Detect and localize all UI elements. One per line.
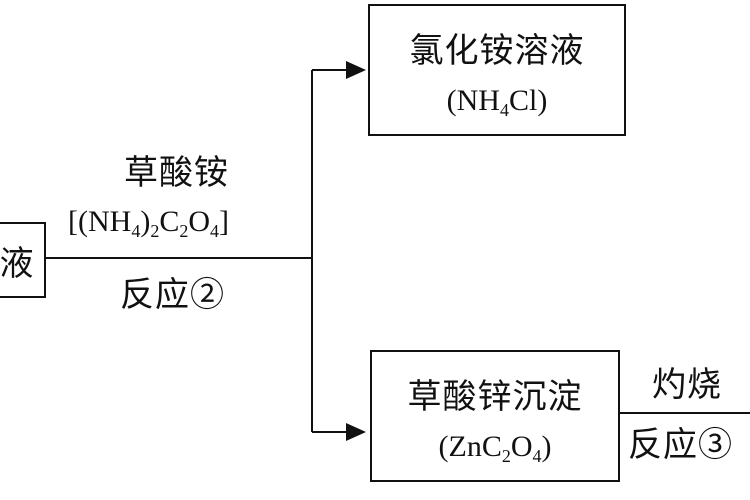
ammonium-chloride-formula: (NH4Cl) — [446, 83, 548, 120]
left-solution-box: 液 — [0, 222, 46, 298]
reagent-formula: [(NH4)2C2O4] — [68, 205, 229, 241]
reaction-3-label: 反应③ — [628, 425, 733, 465]
reaction-2-label: 反应② — [120, 275, 225, 315]
lower-arrowhead — [346, 423, 366, 441]
upper-arrowhead — [346, 61, 366, 79]
left-box-label: 液 — [0, 243, 35, 284]
calcination-label: 灼烧 — [652, 365, 722, 405]
ammonium-chloride-name: 氯化铵溶液 — [409, 30, 585, 71]
zinc-oxalate-name: 草酸锌沉淀 — [407, 376, 583, 417]
zinc-oxalate-box: 草酸锌沉淀 (ZnC2O4) — [370, 350, 620, 482]
reagent-name: 草酸铵 — [124, 153, 229, 193]
ammonium-chloride-box: 氯化铵溶液 (NH4Cl) — [368, 4, 626, 136]
zinc-oxalate-formula: (ZnC2O4) — [438, 429, 552, 466]
